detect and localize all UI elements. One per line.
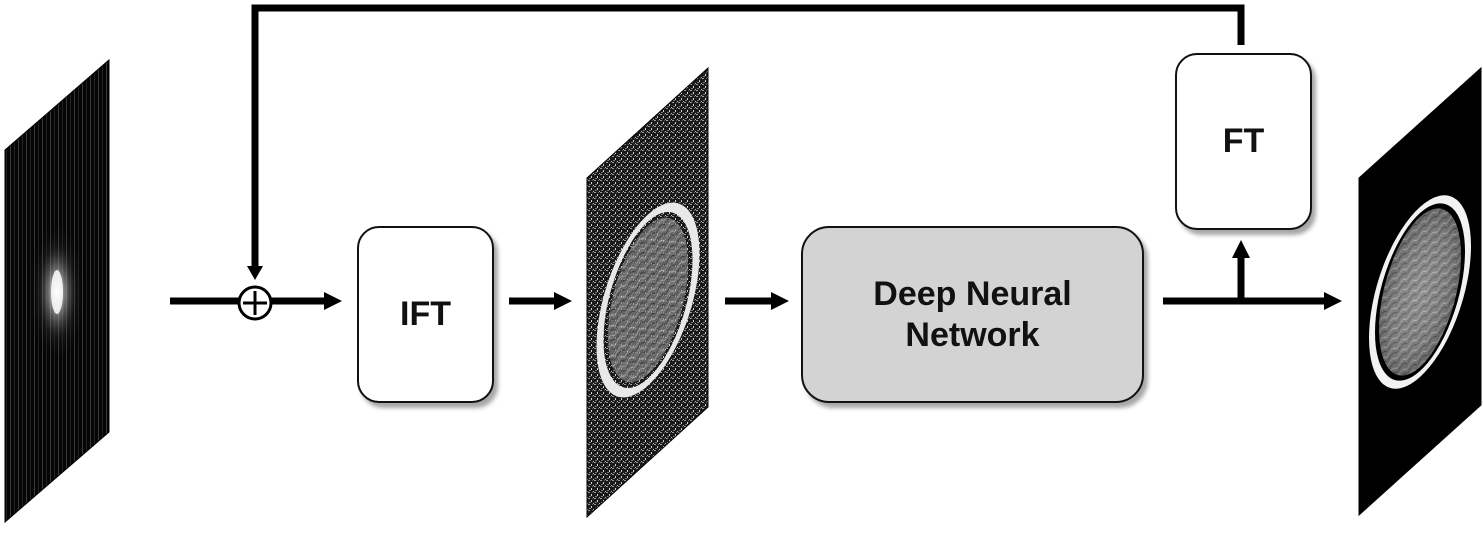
kspace-image xyxy=(4,58,110,524)
plus-circle-icon xyxy=(237,285,273,321)
ift-block: IFT xyxy=(357,226,494,403)
aliased-mri-image xyxy=(586,66,709,519)
arrow-ift-to-image xyxy=(509,292,572,310)
deep-neural-network-block: Deep Neural Network xyxy=(801,226,1144,403)
feedback-arrowhead xyxy=(247,266,263,280)
dnn-label-line2: Network xyxy=(905,315,1040,354)
reconstructed-mri-image xyxy=(1358,66,1482,517)
ift-label: IFT xyxy=(400,295,451,333)
ft-block: FT xyxy=(1175,53,1312,230)
feedback-loop xyxy=(251,4,1245,268)
arrow-dnn-to-output xyxy=(1163,292,1342,310)
arrow-image-to-dnn xyxy=(725,292,789,310)
dnn-label-line1: Deep Neural xyxy=(873,274,1072,313)
ft-label: FT xyxy=(1222,122,1265,160)
arrow-to-ft xyxy=(1232,240,1250,301)
